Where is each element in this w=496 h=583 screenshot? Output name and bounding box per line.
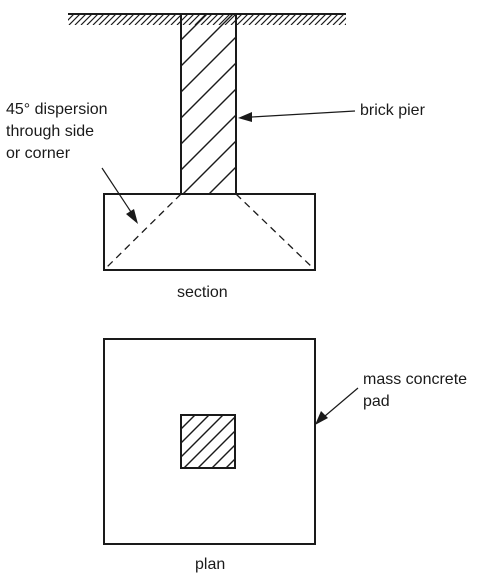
brick-pier-plan: [180, 414, 335, 469]
plan-pier-hatch-line: [240, 415, 293, 468]
ground-hatch-line: [290, 13, 303, 25]
pier-hatch-line: [181, 114, 236, 171]
concrete-footing-section: [103, 193, 316, 271]
pier-hatch-line: [181, 36, 236, 93]
label-mass-concrete-line1: mass concrete: [363, 371, 467, 388]
ground-hatch-line: [308, 13, 321, 25]
ground-hatch-line: [98, 13, 111, 25]
label-brick-pier: brick pier: [360, 102, 426, 119]
dispersion-leader: [101, 167, 138, 224]
plan-pier-hatch-line: [211, 444, 235, 468]
ground-hatch-line: [266, 13, 279, 25]
label-dispersion-line3: or corner: [6, 145, 71, 162]
ground-hatch-line: [68, 13, 81, 25]
concrete-pad-plan: [103, 338, 316, 545]
label-dispersion-line1: 45° dispersion: [6, 101, 108, 118]
ground-hatch-line: [80, 13, 93, 25]
ground-hatch-line: [218, 13, 231, 25]
ground-hatch-line: [236, 13, 249, 25]
plan-pier-hatch-line: [181, 415, 224, 458]
ground-hatch-line: [110, 13, 123, 25]
ground-hatch-line: [224, 13, 237, 25]
plan-pier-hatch-line: [225, 458, 235, 468]
ground-hatch-line: [200, 13, 213, 25]
label-plan: plan: [195, 556, 225, 573]
label-dispersion-line2: through side: [6, 123, 94, 140]
plan-pier-hatch-line: [268, 415, 321, 468]
ground-hatch-line: [116, 13, 129, 25]
ground-hatch-line: [104, 13, 117, 25]
ground-hatch-line: [272, 13, 285, 25]
ground-hatch-line: [182, 13, 195, 25]
plan-pier-hatch-line: [181, 415, 182, 416]
ground-hatch-line: [314, 13, 327, 25]
ground-hatch-line: [146, 13, 159, 25]
plan-pier-hatch-line: [181, 415, 196, 430]
ground-hatch-line: [302, 13, 315, 25]
ground-hatch-line: [188, 13, 201, 25]
ground-hatch-line: [152, 13, 165, 25]
ground-hatch-line: [320, 13, 333, 25]
label-section: section: [177, 284, 228, 301]
ground-hatch-line: [92, 13, 105, 25]
ground-hatch-line: [326, 13, 339, 25]
pier-hatch-line: [181, 62, 236, 119]
ground-hatch-line: [332, 13, 345, 25]
ground-hatch-line: [86, 13, 99, 25]
brick-pier-leader: [238, 110, 356, 122]
plan-view: mass concrete pad plan: [103, 338, 467, 573]
ground-hatch-line: [242, 13, 255, 25]
ground-hatch-line: [122, 13, 135, 25]
ground-hatch-line: [194, 13, 207, 25]
ground-hatch-line: [176, 13, 189, 25]
ground-hatch-line: [206, 13, 219, 25]
plan-pier-hatch-line: [254, 415, 307, 468]
ground-hatch-line: [351, 14, 362, 25]
label-mass-concrete-line2: pad: [363, 393, 390, 410]
ground-hatch-line: [338, 17, 346, 25]
ground-hatch-line: [284, 13, 297, 25]
ground-hatch-line: [212, 13, 225, 25]
ground-hatch-line: [254, 13, 267, 25]
ground-hatch-line: [164, 13, 177, 25]
ground-hatch-line: [260, 13, 273, 25]
ground-hatch-line: [158, 13, 171, 25]
dispersion-lines: [104, 193, 315, 270]
ground-surface: [68, 13, 362, 25]
ground-hatch-line: [74, 13, 87, 25]
ground-hatch-line: [296, 13, 309, 25]
plan-pier-hatch-line: [183, 416, 235, 468]
concrete-pad-leader: [315, 387, 359, 425]
ground-hatch-line: [128, 13, 141, 25]
ground-hatch-line: [68, 13, 75, 21]
ground-hatch-line: [248, 13, 261, 25]
section-view: 45° dispersion through side or corner br…: [6, 13, 426, 301]
plan-pier-hatch-line: [282, 415, 335, 468]
ground-hatch-line: [68, 14, 69, 15]
pier-hatch-line: [181, 88, 236, 145]
ground-hatch-line: [140, 13, 153, 25]
ground-hatch-line: [134, 13, 147, 25]
plan-pier-hatch-line: [197, 430, 235, 468]
ground-hatch-line: [344, 23, 346, 25]
pier-hatch-line: [181, 14, 234, 67]
plan-pier-hatch-line: [181, 415, 210, 444]
ground-hatch-line: [278, 13, 291, 25]
pier-hatch-line: [182, 140, 236, 194]
